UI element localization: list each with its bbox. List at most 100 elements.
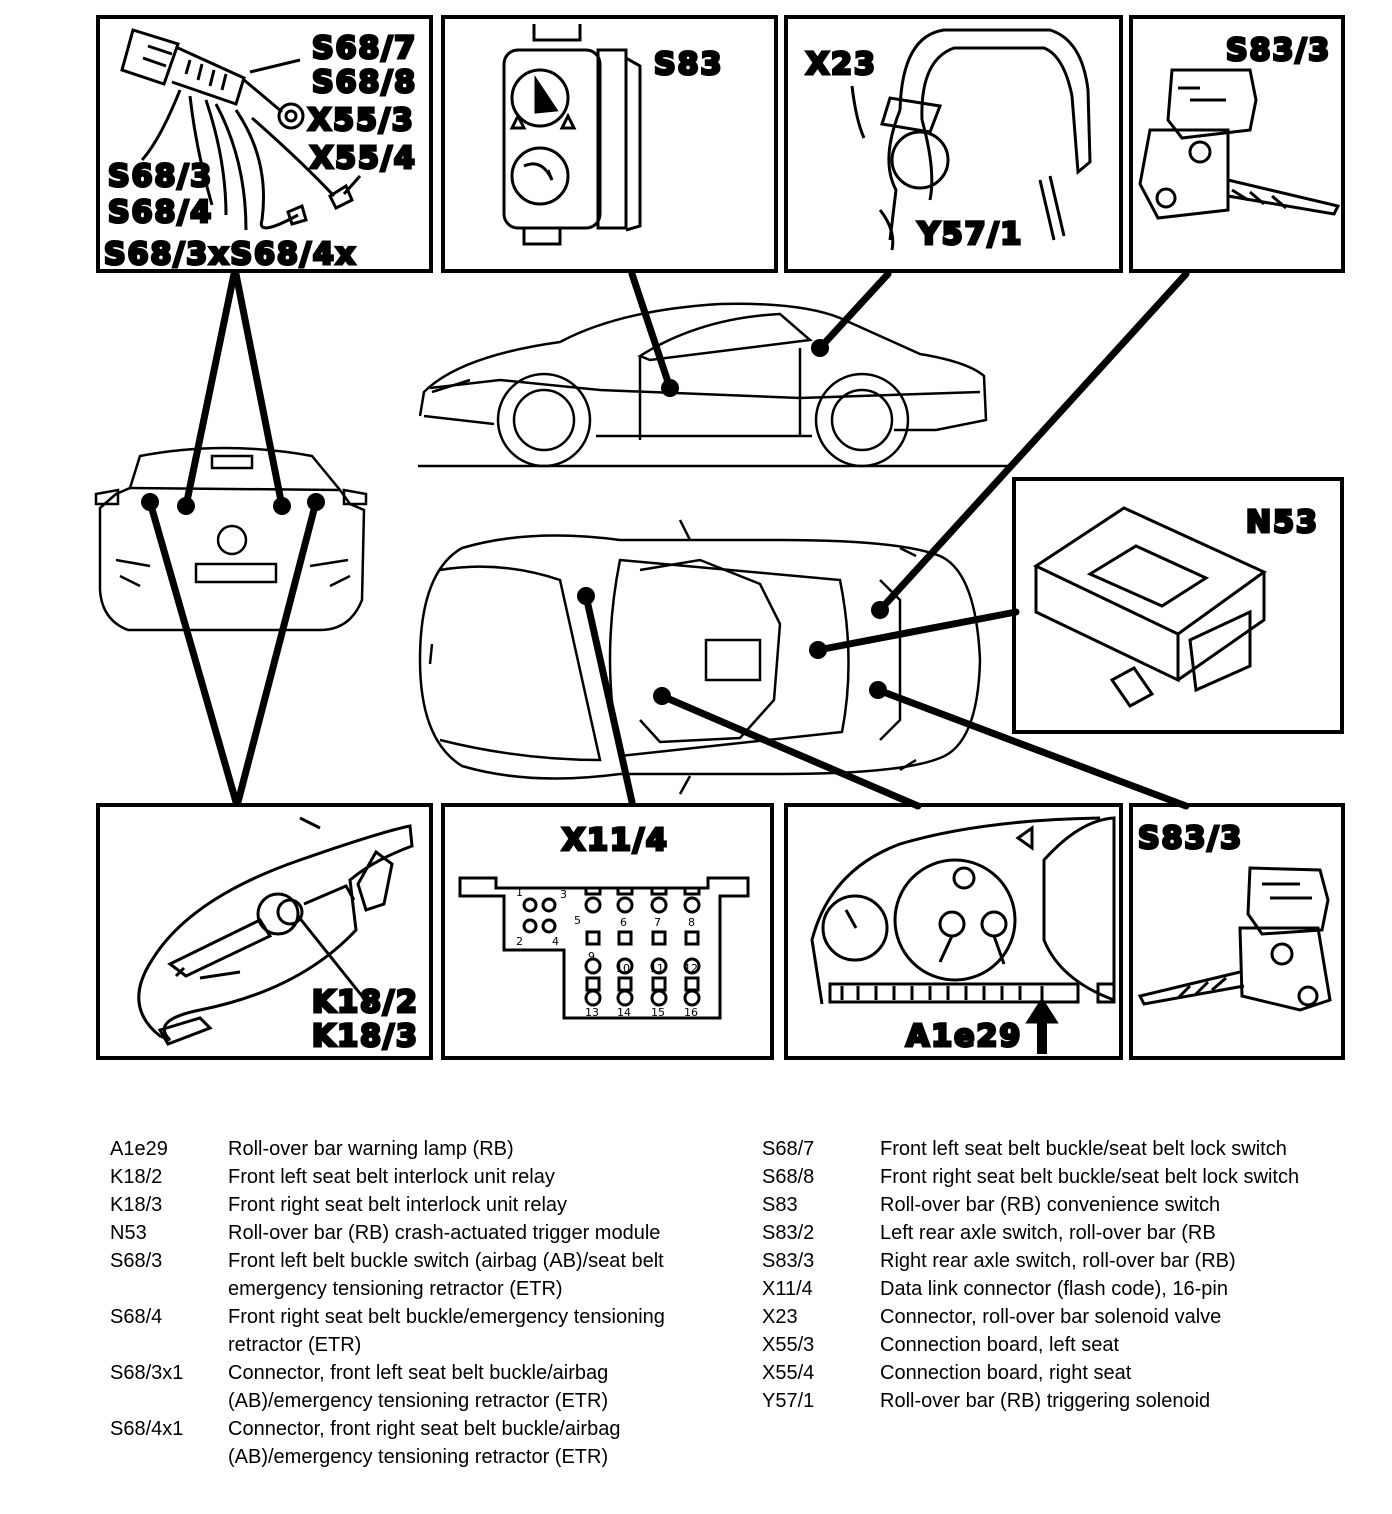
pin-3: 3 — [560, 888, 567, 901]
box-x23-y57: X23 Y57/1 — [784, 15, 1123, 273]
legend-row: K18/3 Front right seat belt interlock uni… — [110, 1191, 750, 1219]
legend-description: Roll-over bar warning lamp (RB) — [228, 1138, 514, 1160]
legend-description: Front right seat belt interlock unit rel… — [228, 1194, 568, 1216]
legend-code: X11/4 — [762, 1278, 813, 1300]
legend-row: X55/3 Connection board, left seat — [762, 1331, 1382, 1359]
box-s83-3-top: S83/3 — [1129, 15, 1345, 273]
rollover-bar-sketch — [850, 28, 1092, 251]
box-s83-3-bottom: S83/3 — [1129, 803, 1345, 1060]
legend-description: retractor (ETR) — [228, 1334, 362, 1356]
label-s68-3: S68/3 — [108, 159, 213, 194]
box-n53: N53 — [1012, 477, 1344, 734]
box-x11-4: X11/4 1 2 3 — [441, 803, 774, 1060]
legend-code: Y57/1 — [762, 1390, 815, 1412]
legend-code: S83/2 — [762, 1222, 815, 1244]
pin-10: 10 — [616, 962, 630, 975]
legend-description: Connector, front left seat belt buckle/a… — [228, 1362, 609, 1384]
legend-description: Left rear axle switch, roll-over bar (RB — [880, 1222, 1216, 1244]
legend-left-column: A1e29 Roll-over bar warning lamp (RB) K18/… — [110, 1135, 750, 1471]
legend-code: X55/3 — [762, 1334, 815, 1356]
legend-code: S68/4x1 — [110, 1418, 184, 1440]
label-s83-3-top: S83/3 — [1226, 33, 1331, 68]
label-x23: X23 — [806, 47, 877, 82]
legend-row: K18/2 Front left seat belt interlock unit… — [110, 1163, 750, 1191]
pin-15: 15 — [651, 1006, 665, 1019]
label-s68-7: S68/7 — [312, 31, 417, 66]
legend-code: S68/8 — [762, 1166, 815, 1188]
legend-code: S68/4 — [110, 1306, 163, 1328]
legend-row: S68/4 Front right seat belt buckle/emerge… — [110, 1303, 750, 1359]
legend-code: K18/2 — [110, 1166, 163, 1188]
legend-description: Roll-over bar (RB) crash-actuated trigge… — [228, 1222, 661, 1244]
pin-5: 5 — [574, 914, 581, 927]
pin-9: 9 — [588, 950, 595, 963]
label-x11-4: X11/4 — [562, 823, 669, 858]
legend-description: Connection board, left seat — [880, 1334, 1120, 1356]
car-top-view — [418, 519, 982, 795]
legend-code: X55/4 — [762, 1362, 815, 1384]
box-s83: S83 — [441, 15, 778, 273]
label-s68-4: S68/4 — [108, 195, 213, 230]
legend-description: Connector, roll-over bar solenoid valve — [880, 1306, 1222, 1328]
legend-description: emergency tensioning retractor (ETR) — [228, 1278, 563, 1300]
seat-belt-buckle-sketch — [120, 28, 362, 231]
legend-code: A1e29 — [110, 1138, 168, 1160]
leader-lines — [146, 270, 1190, 810]
component-legend: A1e29 Roll-over bar warning lamp (RB) K18/… — [0, 1135, 1392, 1505]
label-s68-3x-s68-4x: S68/3xS68/4x — [104, 237, 357, 272]
legend-code: S83/3 — [762, 1250, 815, 1272]
legend-description: Right rear axle switch, roll-over bar (R… — [880, 1250, 1236, 1272]
component-locator-diagram: S68/7 S68/8 X55/3 X55/4 S68/3 S68/4 S68/… — [94, 15, 1345, 1060]
pin-6: 6 — [620, 916, 627, 929]
car-side-view — [418, 302, 1010, 468]
connector-pin-numbers: 1 2 3 4 5 6 7 8 9 10 11 12 13 14 15 16 — [516, 886, 698, 1019]
legend-code: N53 — [110, 1222, 147, 1244]
legend-description: Roll-over bar (RB) convenience switch — [880, 1194, 1221, 1216]
legend-description: Front left seat belt buckle/seat belt lo… — [880, 1138, 1287, 1160]
legend-row: A1e29 Roll-over bar warning lamp (RB) — [110, 1135, 750, 1163]
label-s83-3-bottom: S83/3 — [1138, 821, 1243, 856]
legend-description: Roll-over bar (RB) triggering solenoid — [880, 1390, 1211, 1412]
legend-row: S68/8 Front right seat belt buckle/seat b… — [762, 1163, 1382, 1191]
pin-4: 4 — [552, 935, 559, 948]
legend-description: Front right seat belt buckle/seat belt l… — [880, 1166, 1300, 1188]
connection-dots — [141, 339, 889, 705]
legend-description: (AB)/emergency tensioning retractor (ETR… — [228, 1390, 609, 1412]
pin-7: 7 — [654, 916, 661, 929]
box-seat-belt-switches: S68/7 S68/8 X55/3 X55/4 S68/3 S68/4 S68/… — [96, 15, 433, 274]
legend-code: K18/3 — [110, 1194, 163, 1216]
label-n53: N53 — [1246, 505, 1319, 540]
belt-interlock-sketch — [137, 816, 414, 1046]
box-a1e29: A1e29 — [784, 803, 1123, 1060]
label-s68-8: S68/8 — [312, 65, 417, 100]
pin-13: 13 — [585, 1006, 599, 1019]
pin-16: 16 — [684, 1006, 698, 1019]
legend-row: S83/2 Left rear axle switch, roll-over ba… — [762, 1219, 1382, 1247]
legend-description: Front left seat belt interlock unit rela… — [228, 1166, 555, 1188]
label-k18-3: K18/3 — [312, 1019, 419, 1054]
label-y57-1: Y57/1 — [917, 217, 1023, 252]
axle-switch-sketch-bottom — [1137, 866, 1332, 1012]
pin-8: 8 — [688, 916, 695, 929]
label-s83: S83 — [654, 47, 723, 82]
legend-row: N53 Roll-over bar (RB) crash-actuated tri… — [110, 1219, 750, 1247]
box-k18: K18/2 K18/3 — [96, 803, 433, 1060]
legend-description: Front right seat belt buckle/emergency t… — [228, 1306, 665, 1328]
axle-switch-sketch-top — [1138, 68, 1341, 220]
legend-row: Y57/1 Roll-over bar (RB) triggering solen… — [762, 1387, 1382, 1415]
legend-description: (AB)/emergency tensioning retractor (ETR… — [228, 1446, 609, 1468]
instrument-cluster-sketch — [810, 816, 1116, 1054]
pin-2: 2 — [516, 935, 523, 948]
data-link-connector — [458, 876, 750, 1020]
trigger-module-sketch — [1032, 506, 1267, 708]
rollover-switch-sketch — [502, 24, 642, 246]
label-k18-2: K18/2 — [312, 985, 419, 1020]
legend-row: S83 Roll-over bar (RB) convenience switch — [762, 1191, 1382, 1219]
legend-code: S83 — [762, 1194, 798, 1216]
